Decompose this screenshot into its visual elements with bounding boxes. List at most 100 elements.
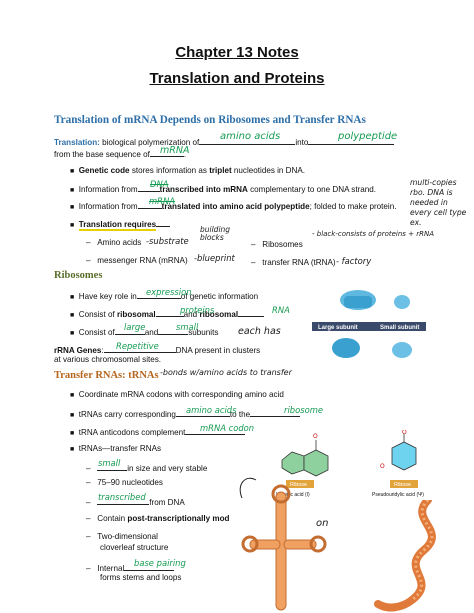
trna-item-5: – in size and very stable [86,464,208,473]
trna-item-3: ■ tRNA anticodons complement [70,426,246,439]
page-title: Chapter 13 Notes [175,44,299,61]
req-amino: – Amino acids [86,238,142,247]
trna-heading: Transfer RNAs: tRNAs [54,370,159,381]
ribosome-diagram: Large subunit Small subunit [312,290,426,358]
trna-i8a: Contain [97,514,126,523]
trna-i4: tRNAs—transfer RNAs [78,444,162,453]
helix-backbone [374,500,436,612]
req-ribosomes: – Ribosomes [251,240,303,249]
hw-expression: expression [146,287,192,297]
hw-ribosomes-note: - black-consists of proteins + rRNA [312,230,435,238]
trna-i7: from DNA [149,498,185,507]
info2-d: ; folded to make protein. [309,202,397,211]
hw-base-pairing: base pairing [134,558,186,568]
inosinic-label: Inosinic acid (I) [276,492,310,498]
bullet-requires: ■ Translation requires [70,218,171,231]
hw-bonds-note: -bonds w/amino acids to transfer [160,368,292,377]
trna-3d-model [374,500,436,612]
pseudouridylic-label: Pseudouridylic acid (Ψ) [372,492,424,498]
trna-i8b: post-transcriptionally mod [127,514,230,523]
trna-i9a: Two-dimensional [97,532,158,541]
hw-trna-ribo: ribosome [284,405,324,415]
svg-text:O: O [402,430,407,436]
hw-small-trna: small [98,458,121,468]
req-amino-label: Amino acids [97,238,142,247]
translation-text-c: from the base sequence of [54,150,150,159]
info2-b: translated into [161,202,218,211]
req-messenger-label: messenger RNA (mRNA) [97,256,188,265]
genetic-code-bold: Genetic code [78,166,130,175]
trna-item-10b: forms stems and loops [100,573,182,582]
info1-d: complementary to one DNA strand. [250,185,377,194]
trna-item-9b: cloverleaf structure [100,543,169,552]
subunit-bar [312,322,426,331]
ribo-b3a: Consist of [78,328,115,337]
info1-b: transcribed into [159,185,221,194]
hw-small: small [176,322,199,332]
hw-amino-acids: amino acids [220,131,281,142]
trna-item-8: – Contain post-transcriptionally mod [86,514,230,523]
translation-text-a: biological polymerization of [102,138,200,147]
small-subunit-shape [394,295,410,309]
trna-i1: Coordinate mRNA codons with correspondin… [78,390,284,399]
small-subunit-shape-2 [392,342,412,358]
trna-i2a: tRNAs carry corresponding [78,410,176,419]
rrna-bold: rRNA Genes [54,346,102,355]
trna-item-1: ■ Coordinate mRNA codons with correspond… [70,390,284,399]
svg-text:O: O [313,433,318,440]
req-trna: – transfer RNA (tRNA) [251,258,336,267]
info2-c: amino acid polypeptide [219,202,310,211]
ribo-b2d: ribosomal [199,310,239,319]
t-arm [283,539,317,550]
req-trna-label: transfer RNA (tRNA) [262,258,336,267]
trna-item-10: – Internal [86,562,175,574]
inosinic-acid-structure: O Ribose [281,433,329,488]
translation-line-2: from the base sequence of. [54,150,187,159]
hw-blueprint: -blueprint [194,253,235,263]
req-messenger: – messenger RNA (mRNA) [86,256,188,265]
trna-i10a: Internal [97,564,125,573]
ribo-b3b: and [144,328,159,337]
triplet-bold: triplet [209,166,232,175]
hw-factory: - factory [336,256,372,266]
ribose-label-2: Ribose [394,482,411,488]
req-ribosomes-label: Ribosomes [262,240,303,249]
rrna-rest: DNA present in clusters [175,346,261,355]
ribose-box-1 [286,480,314,488]
hw-transcribed: transcribed [98,492,146,502]
trna-item-9: – Two-dimensional [86,532,158,541]
hw-large: large [124,322,146,332]
trna-item-6: – 75–90 nucleotides [86,478,163,487]
requires-label: Translation requires [78,220,157,231]
genetic-code-end: nucleotides in DNA. [233,166,306,175]
translation-text-b: into [295,138,309,147]
ribo-b1b: of genetic information [180,292,259,301]
hw-margin-note: multi-copies rbo. DNA is needed in every… [410,178,467,227]
trna-i2b: to the [229,410,251,419]
trna-i6: 75–90 nucleotides [97,478,163,487]
trna-item-7: – from DNA [86,498,185,507]
hw-rna: RNA [272,305,290,315]
ribo-b2a: Consist of [78,310,115,319]
info2-a: Information from [78,202,138,211]
top-loop [271,484,291,504]
rrna-line-2: at various chromosomal sites. [54,355,162,364]
ribo-b1a: Have key role in [78,292,137,301]
ribosomes-heading: Ribosomes [54,270,103,281]
d-loop [241,535,259,553]
hw-mrna: mRNA [160,145,190,156]
translation-label: Translation: [54,138,100,147]
small-subunit-label: Small subunit [380,325,419,331]
trna-i3a: tRNA anticodons complement [78,428,186,437]
hw-building-blocks: building blocks [200,225,231,242]
hw-substrate: -substrate [146,236,189,246]
hw-on: on [316,518,329,529]
helix-bases [411,500,434,602]
hw-proteins: proteins [180,305,215,315]
